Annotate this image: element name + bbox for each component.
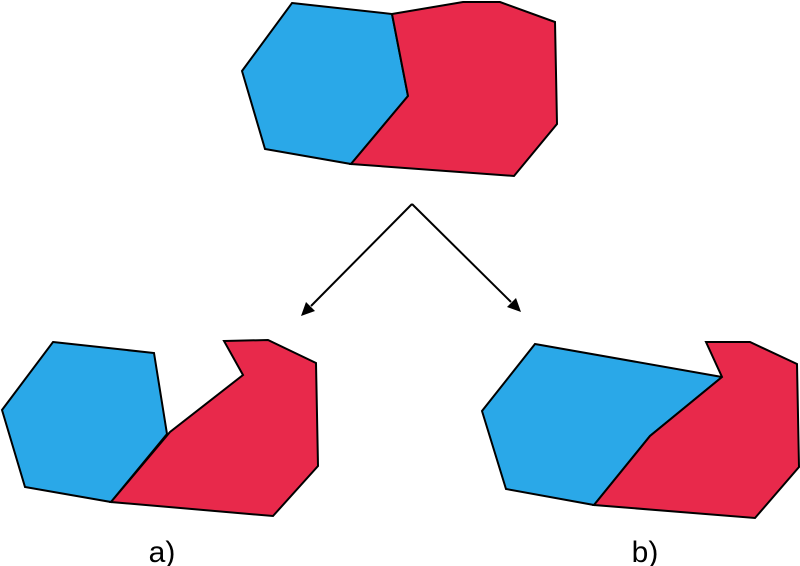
arrow-right-line [411,203,512,303]
arrow-left-line [310,203,413,307]
option-a-red-polygon [108,338,320,518]
option-b-polygons [480,341,800,520]
arrow-left-head [301,302,315,316]
arrow-right-head [507,298,521,312]
split-arrows [301,203,521,316]
option-b-caption: b) [632,536,659,566]
option-a-polygons [0,338,320,518]
option-a-caption: a) [149,536,176,566]
original-red-polygon [348,0,559,178]
original-polygons [240,0,559,178]
option-b-red-polygon [592,341,800,520]
